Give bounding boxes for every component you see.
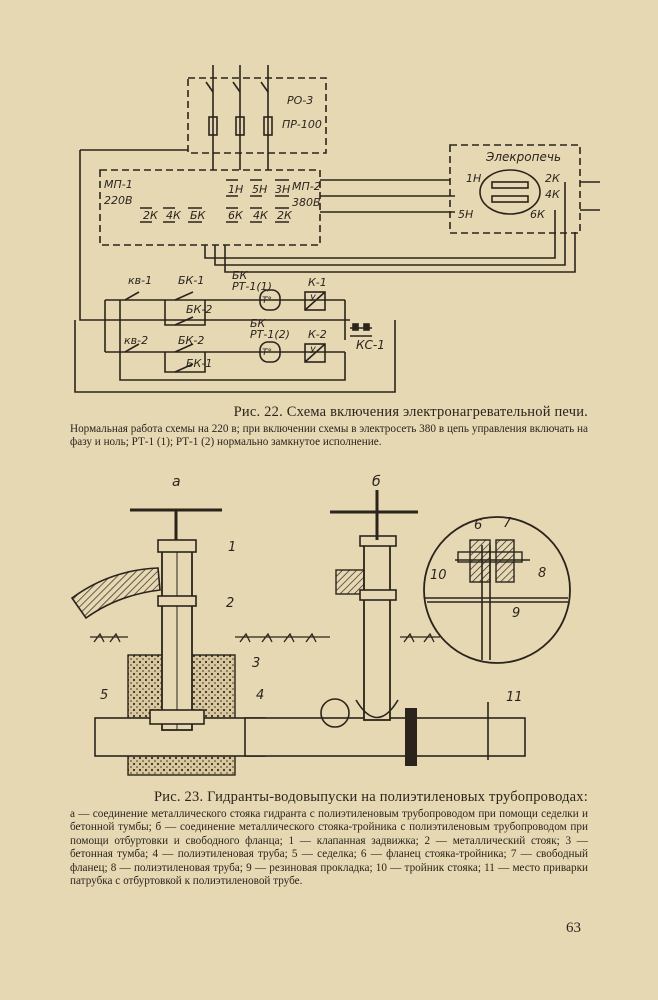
label-pr100: ПР-100	[282, 118, 322, 131]
label-8: 8	[538, 566, 547, 581]
label-u1: У	[310, 294, 316, 304]
label-u2: У	[310, 346, 316, 356]
label-k1: К-1	[308, 276, 327, 289]
label-3h: 3Н	[275, 183, 291, 196]
label-t1: T°	[262, 296, 272, 306]
label-ro3: РО-3	[287, 94, 314, 107]
label-5h: 5Н	[252, 183, 268, 196]
label-5: 5	[100, 688, 109, 703]
label-elekropech: Элекропечь	[486, 150, 562, 164]
page-number: 63	[566, 920, 581, 936]
label-7: 7	[503, 516, 512, 531]
label-1: 1	[228, 540, 237, 555]
label-9: 9	[512, 606, 521, 621]
label-kv1: кв-1	[128, 274, 153, 287]
label-2k-2: 2К	[277, 209, 292, 222]
label-6: 6	[474, 518, 483, 533]
label-k2: К-2	[308, 328, 327, 341]
label-bk2-upper: БК-2	[186, 303, 213, 316]
label-bk-rt1-2: БК РТ-1(2)	[250, 317, 290, 341]
label-bk2-lower: БК-2	[178, 334, 205, 347]
label-bk1-lower: БК-1	[186, 357, 213, 370]
figure-22-caption-title: Рис. 22. Схема включения электронагреват…	[233, 404, 588, 420]
label-kv2: кв-2	[124, 334, 149, 347]
label-10: 10	[430, 568, 447, 583]
label-furnace-2k: 2К	[545, 172, 560, 185]
figure-22-schematic	[74, 65, 600, 393]
figure-22-caption: Рис. 22. Схема включения электронагреват…	[70, 403, 588, 450]
figure-23-drawing	[70, 490, 571, 776]
label-4k-2: 4К	[253, 209, 268, 222]
label-b: б	[372, 474, 381, 490]
figure-22-caption-body: Нормальная работа схемы на 220 в; при вк…	[70, 423, 588, 449]
figure-23-caption: Рис. 23. Гидранты-водовыпуски на полиэти…	[70, 788, 588, 888]
label-t2: T°	[262, 348, 272, 358]
label-a: а	[172, 474, 181, 490]
label-380v: 380В	[292, 196, 321, 209]
label-4k: 4К	[166, 209, 181, 222]
label-6k: 6К	[228, 209, 243, 222]
figure-23-caption-body: а — соединение металлического стояка гид…	[70, 808, 588, 888]
label-mp2: МП-2	[292, 180, 321, 193]
label-bk: БК	[190, 209, 206, 222]
label-bk-rt1-1: БК РТ-1(1)	[232, 269, 272, 293]
label-furnace-5h: 5Н	[458, 208, 474, 221]
label-1h: 1Н	[228, 183, 244, 196]
label-3: 3	[252, 656, 261, 671]
label-220v: 220В	[104, 194, 133, 207]
label-furnace-6k: 6К	[530, 208, 545, 221]
label-mp1: МП-1	[104, 178, 133, 191]
label-bk1: БК-1	[178, 274, 205, 287]
label-furnace-4k: 4К	[545, 188, 560, 201]
label-ks1: КС-1	[356, 338, 385, 352]
label-2: 2	[226, 596, 235, 611]
label-furnace-1h: 1Н	[466, 172, 482, 185]
label-2k: 2К	[143, 209, 158, 222]
label-4: 4	[256, 688, 265, 703]
figure-23-caption-title: Рис. 23. Гидранты-водовыпуски на полиэти…	[154, 789, 588, 805]
label-11: 11	[506, 690, 523, 705]
